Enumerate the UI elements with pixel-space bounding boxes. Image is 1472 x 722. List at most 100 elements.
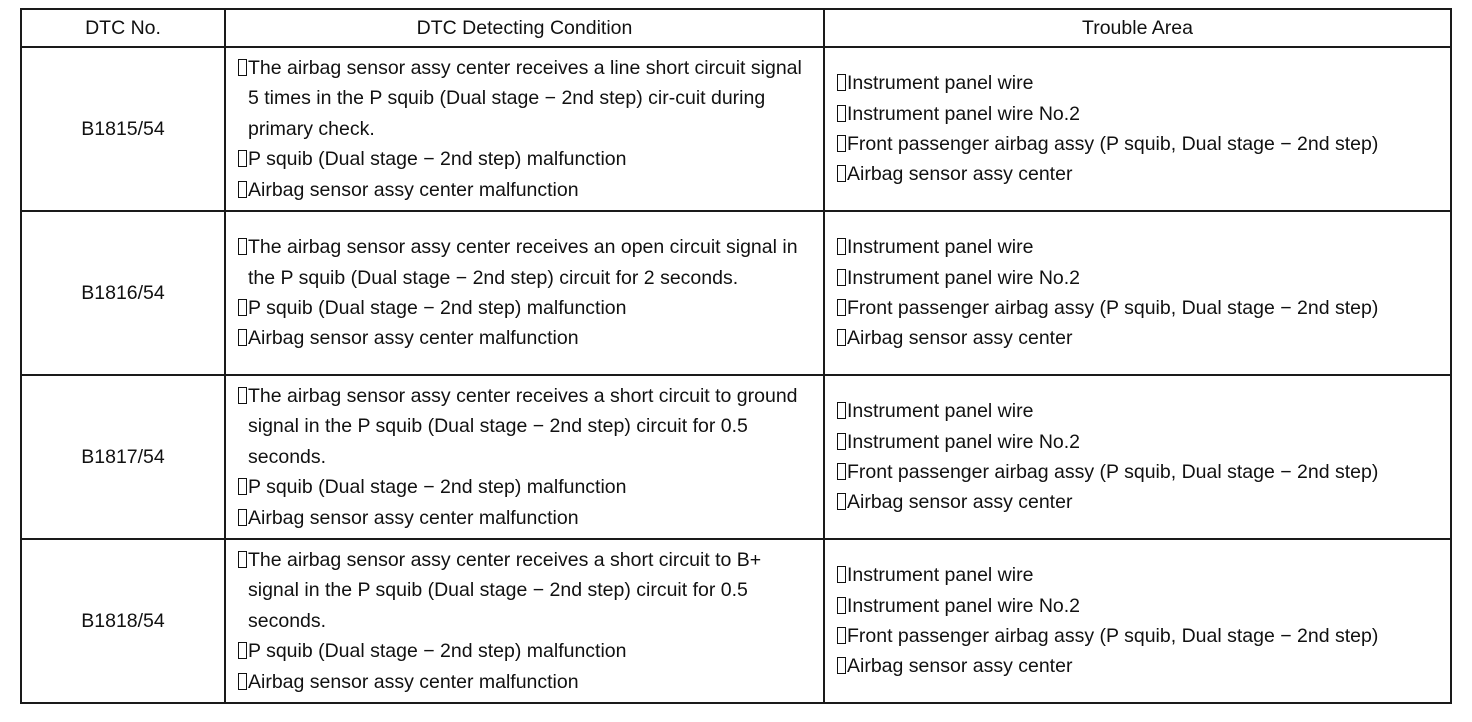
trouble-area-item: Front passenger airbag assy (P squib, Du… — [837, 129, 1442, 159]
condition-text: Airbag sensor assy center malfunction — [248, 327, 579, 350]
bullet-box-icon — [238, 180, 247, 198]
trouble-area-item: Instrument panel wire No.2 — [837, 591, 1442, 621]
bullet-box-icon — [837, 104, 846, 122]
trouble-area-text: Instrument panel wire — [847, 236, 1034, 259]
bullet-box-icon — [837, 135, 846, 152]
condition-item: The airbag sensor assy center receives a… — [238, 381, 815, 472]
bullet-box-icon — [837, 432, 846, 450]
bullet-box-icon — [238, 672, 247, 690]
table-row: B1816/54 The airbag sensor assy center re… — [20, 210, 1452, 376]
trouble-area-item: Instrument panel wire No.2 — [837, 263, 1442, 293]
trouble-area-item: Airbag sensor assy center — [837, 487, 1442, 517]
dtc-code-cell: B1816/54 — [20, 210, 226, 376]
bullet-box-icon — [837, 238, 846, 256]
condition-item: P squib (Dual stage − 2nd step) malfunct… — [238, 293, 815, 323]
bullet-box-icon — [238, 478, 247, 496]
trouble-area-item: Instrument panel wire — [837, 232, 1442, 262]
trouble-area-item: Front passenger airbag assy (P squib, Du… — [837, 457, 1442, 487]
condition-text: The airbag sensor assy center receives a… — [248, 384, 798, 468]
condition-text: P squib (Dual stage − 2nd step) malfunct… — [248, 476, 627, 499]
table-row: B1815/54 The airbag sensor assy center re… — [20, 46, 1452, 212]
trouble-area-text: Front passenger airbag assy (P squib, Du… — [847, 133, 1379, 155]
trouble-area-text: Instrument panel wire — [847, 400, 1034, 423]
trouble-area-item: Instrument panel wire No.2 — [837, 427, 1442, 457]
condition-text: P squib (Dual stage − 2nd step) malfunct… — [248, 640, 627, 663]
detecting-condition-cell: The airbag sensor assy center receives a… — [224, 46, 825, 212]
detecting-condition-cell: The airbag sensor assy center receives a… — [224, 210, 825, 376]
bullet-box-icon — [238, 386, 247, 404]
condition-item: The airbag sensor assy center receives a… — [238, 53, 815, 144]
condition-text: Airbag sensor assy center malfunction — [248, 178, 579, 201]
trouble-area-item: Instrument panel wire — [837, 68, 1442, 98]
bullet-box-icon — [238, 238, 247, 256]
trouble-area-item: Instrument panel wire — [837, 396, 1442, 426]
trouble-area-text: Instrument panel wire No.2 — [847, 430, 1081, 453]
trouble-area-text: Airbag sensor assy center — [847, 327, 1073, 350]
trouble-area-item: Instrument panel wire No.2 — [837, 99, 1442, 129]
condition-item: The airbag sensor assy center receives a… — [238, 232, 815, 293]
detecting-condition-cell: The airbag sensor assy center receives a… — [224, 374, 825, 540]
condition-item: Airbag sensor assy center malfunction — [238, 175, 815, 205]
trouble-area-text: Instrument panel wire No.2 — [847, 102, 1081, 125]
trouble-area-text: Instrument panel wire — [847, 564, 1034, 587]
dtc-code-cell: B1818/54 — [20, 538, 226, 704]
header-dtc-no: DTC No. — [20, 8, 226, 48]
trouble-area-text: Instrument panel wire No.2 — [847, 266, 1081, 289]
trouble-area-text: Airbag sensor assy center — [847, 163, 1073, 186]
condition-item: P squib (Dual stage − 2nd step) malfunct… — [238, 636, 815, 666]
header-detecting-condition: DTC Detecting Condition — [224, 8, 825, 48]
condition-text: The airbag sensor assy center receives a… — [248, 548, 762, 632]
condition-text: The airbag sensor assy center receives a… — [248, 56, 802, 140]
trouble-area-text: Front passenger airbag assy (P squib, Du… — [847, 297, 1379, 319]
trouble-area-item: Airbag sensor assy center — [837, 651, 1442, 681]
condition-text: Airbag sensor assy center malfunction — [248, 506, 579, 529]
condition-item: The airbag sensor assy center receives a… — [238, 545, 815, 636]
bullet-box-icon — [837, 329, 846, 347]
header-row: DTC No. DTC Detecting Condition Trouble … — [20, 8, 1452, 48]
bullet-box-icon — [837, 402, 846, 420]
header-trouble-area: Trouble Area — [823, 8, 1452, 48]
bullet-box-icon — [837, 566, 846, 584]
trouble-area-item: Front passenger airbag assy (P squib, Du… — [837, 293, 1442, 323]
bullet-box-icon — [238, 642, 247, 660]
bullet-box-icon — [837, 627, 846, 644]
table-row: B1818/54 The airbag sensor assy center re… — [20, 538, 1452, 704]
dtc-table: DTC No. DTC Detecting Condition Trouble … — [20, 8, 1452, 704]
bullet-box-icon — [238, 299, 247, 316]
bullet-box-icon — [837, 596, 846, 614]
trouble-area-text: Instrument panel wire No.2 — [847, 594, 1081, 617]
condition-text: P squib (Dual stage − 2nd step) malfunct… — [248, 148, 627, 171]
bullet-box-icon — [837, 299, 846, 316]
detecting-condition-cell: The airbag sensor assy center receives a… — [224, 538, 825, 704]
trouble-area-text: Instrument panel wire — [847, 72, 1034, 95]
trouble-area-text: Airbag sensor assy center — [847, 491, 1073, 514]
condition-item: P squib (Dual stage − 2nd step) malfunct… — [238, 472, 815, 502]
bullet-box-icon — [238, 58, 247, 76]
condition-text: P squib (Dual stage − 2nd step) malfunct… — [248, 297, 627, 319]
condition-text: Airbag sensor assy center malfunction — [248, 670, 579, 693]
condition-item: Airbag sensor assy center malfunction — [238, 503, 815, 533]
trouble-area-text: Front passenger airbag assy (P squib, Du… — [847, 625, 1379, 647]
dtc-code-cell: B1815/54 — [20, 46, 226, 212]
bullet-box-icon — [837, 463, 846, 480]
condition-item: Airbag sensor assy center malfunction — [238, 667, 815, 697]
condition-item: P squib (Dual stage − 2nd step) malfunct… — [238, 144, 815, 174]
bullet-box-icon — [837, 493, 846, 511]
bullet-box-icon — [837, 74, 846, 92]
trouble-area-item: Instrument panel wire — [837, 560, 1442, 590]
condition-text: The airbag sensor assy center receives a… — [248, 236, 798, 289]
trouble-area-item: Airbag sensor assy center — [837, 323, 1442, 353]
bullet-box-icon — [238, 550, 247, 568]
bullet-box-icon — [238, 329, 247, 347]
condition-item: Airbag sensor assy center malfunction — [238, 323, 815, 353]
bullet-box-icon — [837, 165, 846, 183]
bullet-box-icon — [238, 508, 247, 526]
trouble-area-item: Airbag sensor assy center — [837, 159, 1442, 189]
bullet-box-icon — [837, 268, 846, 286]
trouble-area-text: Airbag sensor assy center — [847, 655, 1073, 678]
